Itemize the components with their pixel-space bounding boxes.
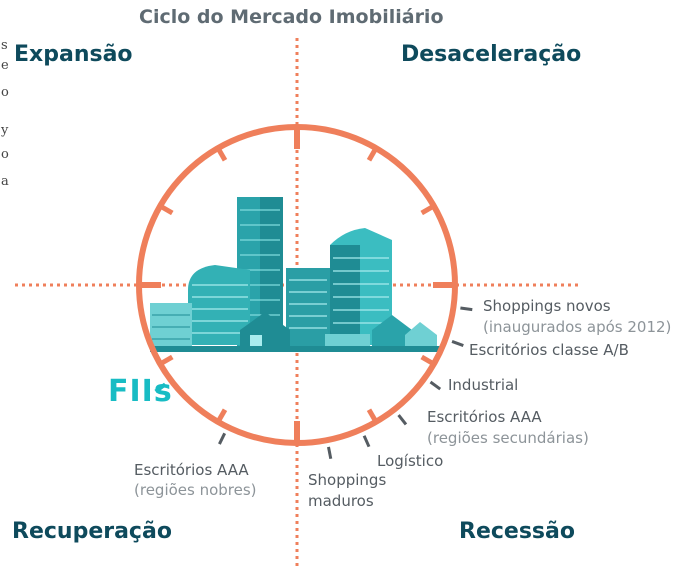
quadrant-expansao: Expansão (14, 42, 133, 67)
clipped-letter: y (1, 123, 9, 138)
label-shoppings-maduros-line2: maduros (308, 492, 374, 510)
quadrant-recuperacao: Recuperação (12, 519, 172, 544)
leader-escritorios-ab (451, 340, 464, 347)
leader-logistico (362, 435, 371, 448)
clock-tick (366, 146, 379, 162)
label-shoppings-novos-sub: (inaugurados após 2012) (483, 318, 672, 336)
clock-tick (158, 354, 174, 367)
leader-lines (154, 306, 473, 460)
fiis-highlight-label: FIIs (108, 374, 173, 409)
clipped-letter: e (1, 58, 9, 73)
leader-fiis (154, 382, 167, 394)
label-escritorios-ab: Escritórios classe A/B (469, 341, 629, 359)
clock-tick (215, 146, 228, 162)
clock-tick (420, 203, 436, 216)
label-escritorios-aaa-nobres: Escritórios AAA (134, 461, 249, 479)
label-industrial: Industrial (448, 376, 519, 394)
quadrant-desaceleracao: Desaceleração (401, 42, 582, 67)
city-buildings-illustration (150, 197, 440, 352)
leader-industrial (429, 380, 442, 391)
clock-tick (420, 354, 436, 367)
leader-escritorios-aaa-sec (397, 414, 408, 426)
clock-tick (366, 408, 379, 424)
clipped-letter: o (1, 147, 9, 162)
clipped-letter: o (1, 85, 9, 100)
quadrant-recessao: Recessão (459, 519, 575, 544)
label-logistico: Logístico (377, 452, 444, 470)
label-escritorios-aaa-secundarias-sub: (regiões secundárias) (427, 429, 589, 447)
label-shoppings-maduros-line1: Shoppings (308, 471, 387, 489)
diagram-title: Ciclo do Mercado Imobiliário (139, 6, 444, 28)
clipped-letter: a (1, 174, 9, 189)
clock-tick (158, 203, 174, 216)
clipped-letter: s (1, 38, 8, 53)
leader-shoppings-novos (460, 306, 473, 312)
label-escritorios-aaa-nobres-sub: (regiões nobres) (134, 481, 257, 499)
clock-ticks (139, 127, 455, 443)
label-shoppings-novos: Shoppings novos (483, 297, 611, 315)
leader-shoppings-maduros (327, 446, 333, 460)
clock-tick (215, 408, 228, 424)
leader-escritorios-aaa-nobres (218, 432, 227, 445)
label-escritorios-aaa-secundarias: Escritórios AAA (427, 408, 542, 426)
